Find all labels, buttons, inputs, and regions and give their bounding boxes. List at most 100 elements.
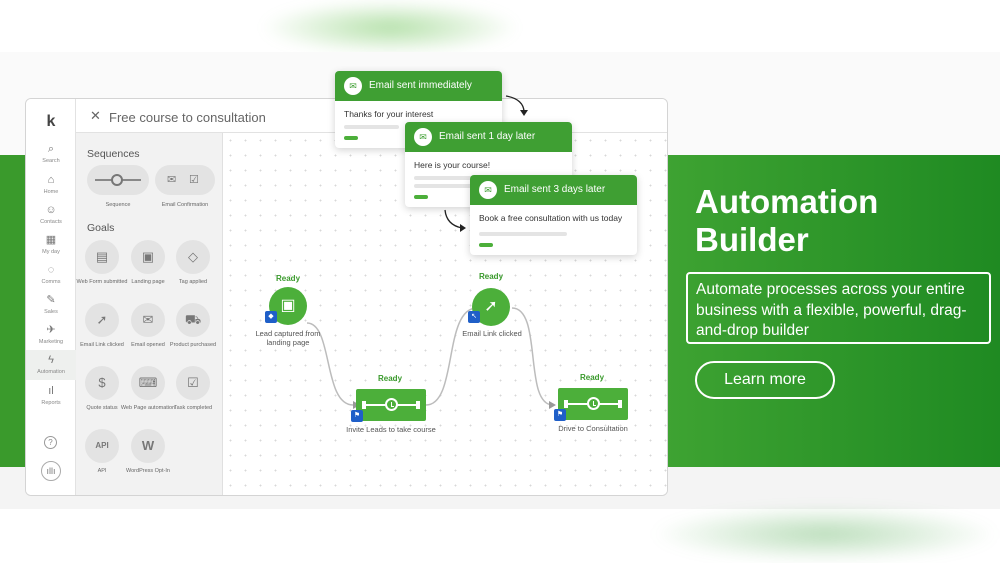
close-icon[interactable]: ✕ <box>90 108 101 123</box>
wordpress-icon[interactable]: W <box>131 429 165 463</box>
help-icon[interactable]: ? <box>44 436 57 449</box>
status-ready: Ready <box>378 374 403 383</box>
node-label: Drive to Consultation <box>558 424 628 433</box>
drive-sequence-node[interactable] <box>558 388 628 420</box>
megaphone-icon: ✈ <box>46 324 56 336</box>
flag-badge-icon: ⚑ <box>351 410 363 422</box>
avatar[interactable]: ıllı <box>41 461 61 481</box>
cart-icon[interactable]: ⛟ <box>176 303 210 337</box>
goal-label: Task completed <box>173 405 213 411</box>
calendar-icon: ▦ <box>45 234 57 246</box>
flag-badge-icon: ⚑ <box>554 409 566 421</box>
email-card-title: Email sent 3 days later <box>504 184 606 195</box>
nav-label: Comms <box>41 279 61 285</box>
decorative-blur-top <box>260 0 520 55</box>
email-card-3-days[interactable]: ✉ Email sent 3 days later Book a free co… <box>470 175 637 255</box>
goal-label: Quote status <box>86 405 118 411</box>
tag-icon[interactable]: ◇ <box>176 240 210 274</box>
api-icon[interactable]: API <box>85 429 119 463</box>
nav-item-my-day[interactable]: ▦ My day <box>26 234 76 255</box>
search-icon: ⌕ <box>47 143 55 155</box>
cursor-icon: ➚ <box>484 298 498 315</box>
nav-item-home[interactable]: ⌂ Home <box>26 174 76 195</box>
mail-icon: ✉ <box>479 181 497 199</box>
landing-page-icon: ▣ <box>280 297 296 314</box>
nav-label: My day <box>42 249 60 255</box>
sales-icon: ✎ <box>46 294 56 306</box>
email-card-title: Email sent 1 day later <box>439 131 536 142</box>
web-form-icon[interactable]: ▤ <box>85 240 119 274</box>
chart-icon: ıl <box>48 385 54 397</box>
goal-label: Product purchased <box>169 342 217 348</box>
landing-page-icon[interactable]: ▣ <box>131 240 165 274</box>
element-palette: Sequences Sequence ✉ ☑ Email Confirmatio… <box>76 133 223 495</box>
sequence-item[interactable] <box>87 165 149 195</box>
mail-icon: ✉ <box>344 77 362 95</box>
hero-title-line-1: Automation <box>695 183 879 220</box>
contacts-icon: ☺ <box>45 204 57 216</box>
goal-label: WordPress Opt-In <box>126 468 170 474</box>
invite-sequence-node[interactable] <box>356 389 426 421</box>
goals-heading: Goals <box>87 222 115 234</box>
cursor-badge-icon: ↖ <box>468 311 480 323</box>
email-card-body: Book a free consultation with us today <box>479 213 623 223</box>
nav-item-sales[interactable]: ✎ Sales <box>26 294 76 315</box>
left-nav: k ⌕ Search ⌂ Home ☺ Contacts ▦ My day ◌ … <box>26 99 76 495</box>
nav-item-comms[interactable]: ◌ Comms <box>26 264 76 285</box>
page-title: Free course to consultation <box>109 110 266 125</box>
goal-label: Email opened <box>131 342 165 348</box>
hero-panel <box>665 155 1000 467</box>
status-ready: Ready <box>580 373 605 382</box>
email-card-body: Here is your course! <box>414 160 491 170</box>
nav-label: Search <box>42 158 60 164</box>
nav-label: Contacts <box>40 219 62 225</box>
keap-logo: k <box>46 113 56 130</box>
sequences-heading: Sequences <box>87 148 140 160</box>
goal-label: Web Page automation <box>120 405 176 411</box>
sequence-label: Sequence <box>105 202 131 208</box>
nav-item-reports[interactable]: ıl Reports <box>26 385 76 406</box>
goal-label: Tag applied <box>178 279 208 285</box>
cursor-click-icon[interactable]: ➚ <box>85 303 119 337</box>
tag-badge-icon: ◆ <box>265 311 277 323</box>
mail-icon: ✉ <box>414 128 432 146</box>
nav-item-automation[interactable]: ϟ Automation <box>26 350 76 380</box>
node-label: Email Link clicked <box>462 329 522 338</box>
node-label: Invite Leads to take course <box>346 425 436 434</box>
nav-item-marketing[interactable]: ✈ Marketing <box>26 324 76 345</box>
hero-description: Automate processes across your entire bu… <box>686 272 991 344</box>
hero-title-line-2: Builder <box>695 221 809 258</box>
nav-label: Automation <box>37 369 65 375</box>
status-ready: Ready <box>479 272 504 281</box>
learn-more-button[interactable]: Learn more <box>695 361 835 399</box>
timer-icon <box>587 397 600 410</box>
quote-icon[interactable]: $ <box>85 366 119 400</box>
nav-label: Reports <box>41 400 61 406</box>
email-card-title: Email sent immediately <box>369 80 472 91</box>
home-icon: ⌂ <box>47 174 55 186</box>
check-circle-icon: ☑ <box>189 174 199 186</box>
goal-label: Email Link clicked <box>80 342 124 348</box>
node-label: Lead captured from landing page <box>255 329 321 347</box>
goal-label: Landing page <box>131 279 165 285</box>
timer-icon <box>385 398 398 411</box>
web-page-icon[interactable]: ⌨ <box>131 366 165 400</box>
nav-item-search[interactable]: ⌕ Search <box>26 143 76 164</box>
email-confirmation-item[interactable]: ✉ ☑ <box>155 165 215 195</box>
chat-icon: ◌ <box>47 264 55 276</box>
task-check-icon[interactable]: ☑ <box>176 366 210 400</box>
email-card-body: Thanks for your interest <box>344 109 434 119</box>
lightning-icon: ϟ <box>48 354 54 366</box>
goal-label: API <box>97 468 107 474</box>
mail-icon: ✉ <box>167 174 177 186</box>
decorative-blur-bottom <box>650 505 1000 563</box>
hero-title: Automation Builder <box>695 183 985 259</box>
goal-label: Web Form submitted <box>76 279 128 285</box>
nav-label: Sales <box>44 309 58 315</box>
status-ready: Ready <box>276 274 301 283</box>
envelope-open-icon[interactable]: ✉ <box>131 303 165 337</box>
nav-label: Marketing <box>38 339 64 345</box>
email-confirmation-label: Email Confirmation <box>161 202 209 208</box>
nav-label: Home <box>43 189 59 195</box>
nav-item-contacts[interactable]: ☺ Contacts <box>26 204 76 225</box>
